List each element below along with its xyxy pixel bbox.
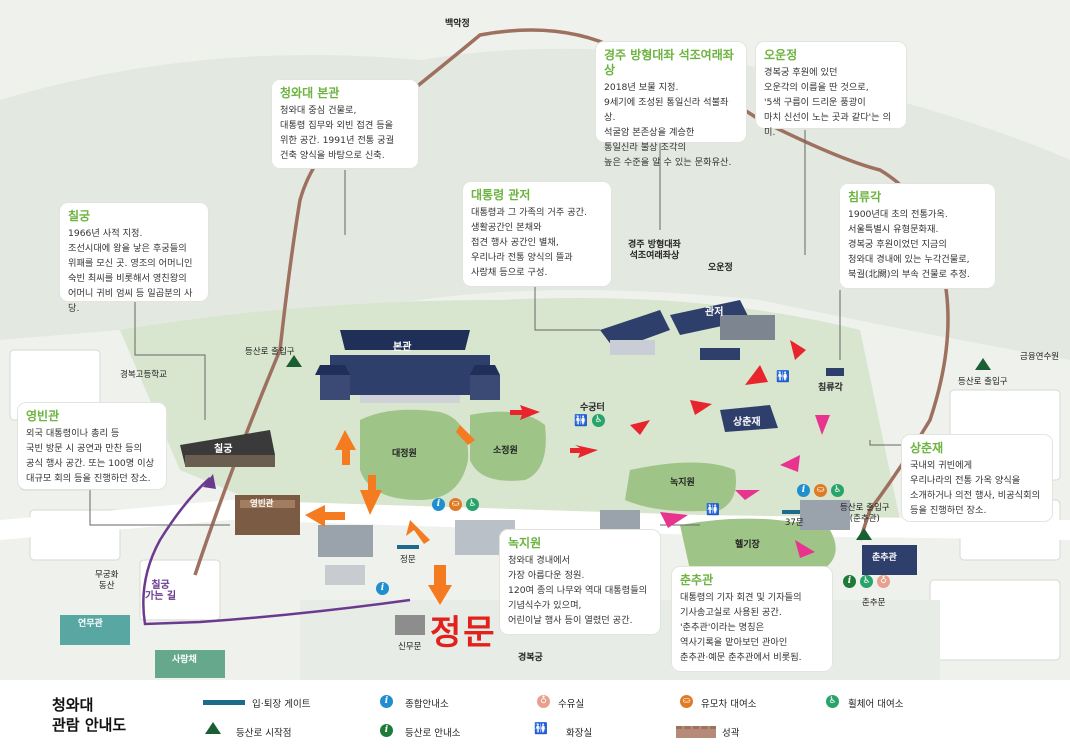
chunchu-info-box: 춘추관 대통령의 기자 회견 및 기자들의 기사송고실로 사용된 공간. '춘추… <box>672 567 832 671</box>
yeongbin-text: 외국 대통령이나 총리 등 국빈 방문 시 공연과 만찬 등의 공식 행사 공간… <box>26 428 155 484</box>
toilet-icon: 🚻 <box>706 503 720 516</box>
trail-info-icon[interactable]: i <box>843 575 856 588</box>
label-jeongmun-small: 정문 <box>400 555 416 565</box>
tour-map: 청와대 본관 청와대 중심 건물로, 대통령 집무와 외빈 접견 등을 위한 공… <box>0 19 1070 678</box>
bonkwan-text: 청와대 중심 건물로, 대통령 집무와 외빈 접견 등을 위한 공간. 1991… <box>280 105 395 161</box>
trail-start-icon <box>205 722 221 734</box>
label-chimryu-short: 침류각 <box>818 383 843 393</box>
wheelchair-rental-icon: ♿ <box>826 695 839 708</box>
seokjo-info-box: 경주 방형대좌 석조여래좌상 2018년 보물 지정. 9세기에 조성된 통일신… <box>596 42 746 168</box>
trail-info-icon: i <box>380 724 393 737</box>
legend-gate: 입·퇴장 게이트 <box>252 699 311 710</box>
legend-nursing: 수유실 <box>558 699 585 710</box>
yeongbin-info-box: 영빈관 외국 대통령이나 총리 등 국빈 방문 시 공연과 만찬 등의 공식 행… <box>18 403 166 489</box>
label-chilgung-building: 칠궁 <box>214 444 233 455</box>
trail-start-icon <box>975 358 991 370</box>
info-center-icon[interactable]: i <box>376 582 389 595</box>
label-trail-entry-left: 등산로 출입구 <box>245 347 295 357</box>
seokjo-title: 경주 방형대좌 석조여래좌상 <box>604 48 734 77</box>
nursing-room-icon: ♁ <box>537 695 550 708</box>
nokji-text: 청와대 경내에서 가장 아름다운 정원. 120여 종의 나무와 역대 대통령들… <box>508 555 648 626</box>
stroller-rental-icon: ⛀ <box>814 484 827 497</box>
info-center-icon[interactable]: i <box>432 498 445 511</box>
chimryu-title: 침류각 <box>848 190 882 204</box>
main-gate-title: 정문 <box>430 613 497 653</box>
label-sinmu: 신무문 <box>398 642 422 652</box>
nokji-title: 녹지원 <box>508 536 542 550</box>
gwanjeo-info-box: 대통령 관저 대통령과 그 가족의 거주 공간. 생활공간인 본채와 접견 행사… <box>463 182 611 286</box>
label-sangchun-building: 상춘재 <box>733 417 761 428</box>
legend-trail-info: 등산로 안내소 <box>405 728 461 739</box>
sangchun-text: 국내외 귀빈에게 우리나라의 전통 가옥 양식을 소개하거나 의전 행사, 비공… <box>910 460 1041 516</box>
label-bonkwan-building: 본관 <box>393 342 412 353</box>
bonkwan-title: 청와대 본관 <box>280 86 340 100</box>
info-center-icon: i <box>380 695 393 708</box>
label-seokjo-short: 경주 방형대좌 석조여래좌상 <box>628 240 681 261</box>
label-chunchu-building: 춘추관 <box>872 553 897 563</box>
sangchun-title: 상춘재 <box>910 441 944 455</box>
nursing-room-icon: ♁ <box>877 575 890 588</box>
legend-info: 종합안내소 <box>405 699 449 710</box>
label-nokjiwon: 녹지원 <box>670 478 695 488</box>
label-chilgung-road: 칠궁 가는 길 <box>145 580 177 602</box>
yeongbin-title: 영빈관 <box>26 409 60 423</box>
label-sugungteo: 수궁터 <box>580 403 605 413</box>
chimryu-text: 1900년대 초의 전통가옥. 서울특별시 유형문화재. 경복궁 후원이었던 지… <box>848 209 970 280</box>
label-yeongbin-building: 영빈관 <box>250 499 274 509</box>
oun-title: 오운정 <box>764 48 798 62</box>
toilet-icon: 🚻 <box>574 414 588 427</box>
label-gyeongbokgung: 경복궁 <box>518 653 543 663</box>
legend-trail-start: 등산로 시작점 <box>236 728 292 739</box>
wall-legend-icon <box>676 726 716 738</box>
chilgung-info-box: 칠궁 1966년 사적 지정. 조선시대에 왕을 낳은 후궁들의 위패를 모신 … <box>60 203 208 314</box>
label-gyeongbok-hs: 경복고등학교 <box>120 370 167 380</box>
wheelchair-rental-icon: ♿ <box>860 575 873 588</box>
gwanjeo-title: 대통령 관저 <box>471 188 531 202</box>
legend-wall: 성곽 <box>722 728 740 739</box>
trail-start-icon <box>286 355 302 367</box>
wheelchair-rental-icon: ♿ <box>466 498 479 511</box>
label-oun-short: 오운정 <box>708 263 733 273</box>
stroller-rental-icon: ⛀ <box>449 498 462 511</box>
label-geumryu: 금융연수원 <box>1020 352 1060 362</box>
label-baekak: 백악정 <box>445 19 470 29</box>
legend-title: 청와대 관람 안내도 <box>52 696 127 734</box>
label-trail-entry-chunchu: 등산로 출입구 (춘추관) <box>840 503 890 524</box>
label-yeonmu: 연무관 <box>78 619 103 629</box>
trail-start-icon <box>856 528 872 540</box>
label-sojeongwon: 소정원 <box>493 446 518 456</box>
stroller-rental-icon: ⛀ <box>680 695 693 708</box>
label-mugung: 무궁화 동산 <box>95 570 119 591</box>
legend-toilet: 화장실 <box>566 728 593 739</box>
label-chunchumun: 춘추문 <box>862 598 886 608</box>
seokjo-text: 2018년 보물 지정. 9세기에 조성된 통일신라 석불좌상. 석굴암 본존상… <box>604 82 732 168</box>
chimryu-info-box: 침류각 1900년대 초의 전통가옥. 서울특별시 유형문화재. 경복궁 후원이… <box>840 184 995 288</box>
oun-info-box: 오운정 경복궁 후원에 있던 오운각의 이름을 딴 것으로, '5색 구름이 드… <box>756 42 906 138</box>
bonkwan-info-box: 청와대 본관 청와대 중심 건물로, 대통령 집무와 외빈 접견 등을 위한 공… <box>272 80 418 168</box>
legend-stroller: 유모차 대여소 <box>701 699 757 710</box>
chilgung-title: 칠궁 <box>68 209 91 223</box>
toilet-icon: 🚻 <box>534 722 548 735</box>
info-center-icon[interactable]: i <box>797 484 810 497</box>
toilet-icon: 🚻 <box>776 370 790 383</box>
chunchu-title: 춘추관 <box>680 573 714 587</box>
nokji-info-box: 녹지원 청와대 경내에서 가장 아름다운 정원. 120여 종의 나무와 역대 … <box>500 530 660 634</box>
label-gate37: 37문 <box>785 518 804 528</box>
chunchu-text: 대통령의 기자 회견 및 기자들의 기사송고실로 사용된 공간. '춘추관'이라… <box>680 592 802 663</box>
label-daejeongwon: 대정원 <box>392 449 417 459</box>
gate-legend-icon <box>203 700 245 705</box>
label-trail-entry-right: 등산로 출입구 <box>958 377 1008 387</box>
wheelchair-rental-icon: ♿ <box>592 414 605 427</box>
gwanjeo-text: 대통령과 그 가족의 거주 공간. 생활공간인 본채와 접견 행사 공간인 별채… <box>471 207 588 278</box>
label-heli: 헬기장 <box>735 540 760 550</box>
legend-wheelchair: 휠체어 대여소 <box>848 699 904 710</box>
label-gwanjeo-building: 관저 <box>705 307 724 318</box>
oun-text: 경복궁 후원에 있던 오운각의 이름을 딴 것으로, '5색 구름이 드리운 풍… <box>764 67 892 138</box>
chilgung-text: 1966년 사적 지정. 조선시대에 왕을 낳은 후궁들의 위패를 모신 곳. … <box>68 228 193 314</box>
legend-panel: 청와대 관람 안내도 입·퇴장 게이트 i 종합안내소 ♁ 수유실 ⛀ 유모차 … <box>0 680 1070 753</box>
wheelchair-rental-icon: ♿ <box>831 484 844 497</box>
label-sarang: 사랑채 <box>172 655 197 665</box>
sangchun-info-box: 상춘재 국내외 귀빈에게 우리나라의 전통 가옥 양식을 소개하거나 의전 행사… <box>902 435 1052 521</box>
